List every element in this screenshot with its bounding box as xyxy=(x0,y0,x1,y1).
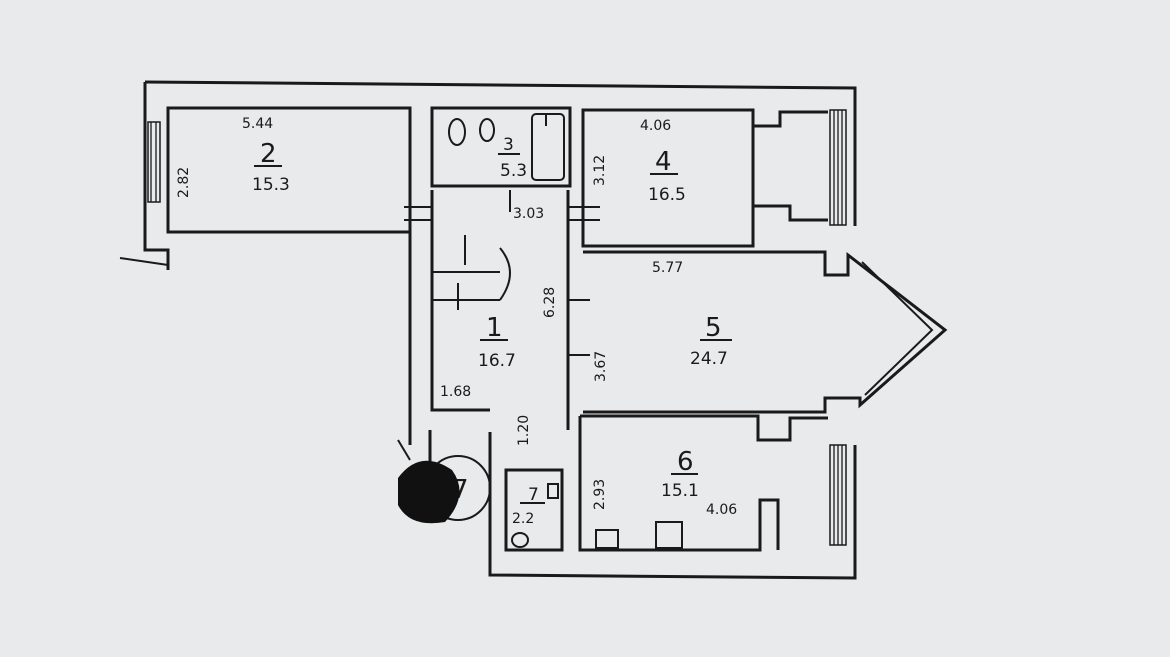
room-3-number: 3 xyxy=(503,135,514,155)
redaction-mark xyxy=(398,460,460,524)
room-1-number: 1 xyxy=(486,313,503,343)
sink-fixture xyxy=(655,521,683,549)
dim-room6-depth: 2.93 xyxy=(592,479,608,510)
room-4-walls xyxy=(581,108,847,248)
dim-room4-depth: 3.12 xyxy=(592,155,608,186)
dim-hall-width: 3.03 xyxy=(513,206,544,222)
room-5-area: 24.7 xyxy=(690,349,728,369)
dim-hall-length: 6.28 xyxy=(542,287,558,318)
bidet-fixture xyxy=(479,118,495,142)
dim-hall-lower: 1.68 xyxy=(440,384,471,400)
outer-walls xyxy=(119,80,857,580)
bathtub-fixture xyxy=(531,113,565,181)
room-4-area: 16.5 xyxy=(648,185,686,205)
room-7-area: 2.2 xyxy=(512,511,534,527)
room-3-area: 5.3 xyxy=(500,161,527,181)
wc-toilet-fixture xyxy=(511,532,529,548)
room-3-walls xyxy=(430,106,572,188)
room-labels: 2 15.3 3 5.3 4 16.5 1 16.7 5 24.7 6 15.1… xyxy=(252,135,732,527)
room-7-walls xyxy=(504,468,564,552)
dimension-labels: 5.44 2.82 4.06 3.12 3.03 5.77 6.28 3.67 … xyxy=(176,116,737,518)
room-5-walls xyxy=(583,250,948,414)
room-5-number: 5 xyxy=(705,313,722,343)
stove-fixture xyxy=(595,529,619,549)
dim-room6-width: 4.06 xyxy=(706,502,737,518)
room-2-number: 2 xyxy=(260,139,277,169)
room-7-number: 7 xyxy=(528,485,539,505)
room-1-area: 16.7 xyxy=(478,351,516,371)
dim-wc-width: 1.20 xyxy=(516,415,532,446)
room-6-walls xyxy=(578,414,847,552)
dim-room4-width: 4.06 xyxy=(640,118,671,134)
room-2-walls xyxy=(147,106,412,234)
room-1-walls xyxy=(404,190,600,445)
room-6-area: 15.1 xyxy=(661,481,699,501)
dim-room2-depth: 2.82 xyxy=(176,167,192,198)
dim-room5-width: 5.77 xyxy=(652,260,683,276)
room-2-area: 15.3 xyxy=(252,175,290,195)
dim-room5-depth: 3.67 xyxy=(593,351,609,382)
room-6-number: 6 xyxy=(677,447,694,477)
dim-room2-width: 5.44 xyxy=(242,116,273,132)
room-4-number: 4 xyxy=(655,147,672,177)
toilet-fixture xyxy=(448,118,466,146)
marker-circle: 7 xyxy=(397,439,491,524)
